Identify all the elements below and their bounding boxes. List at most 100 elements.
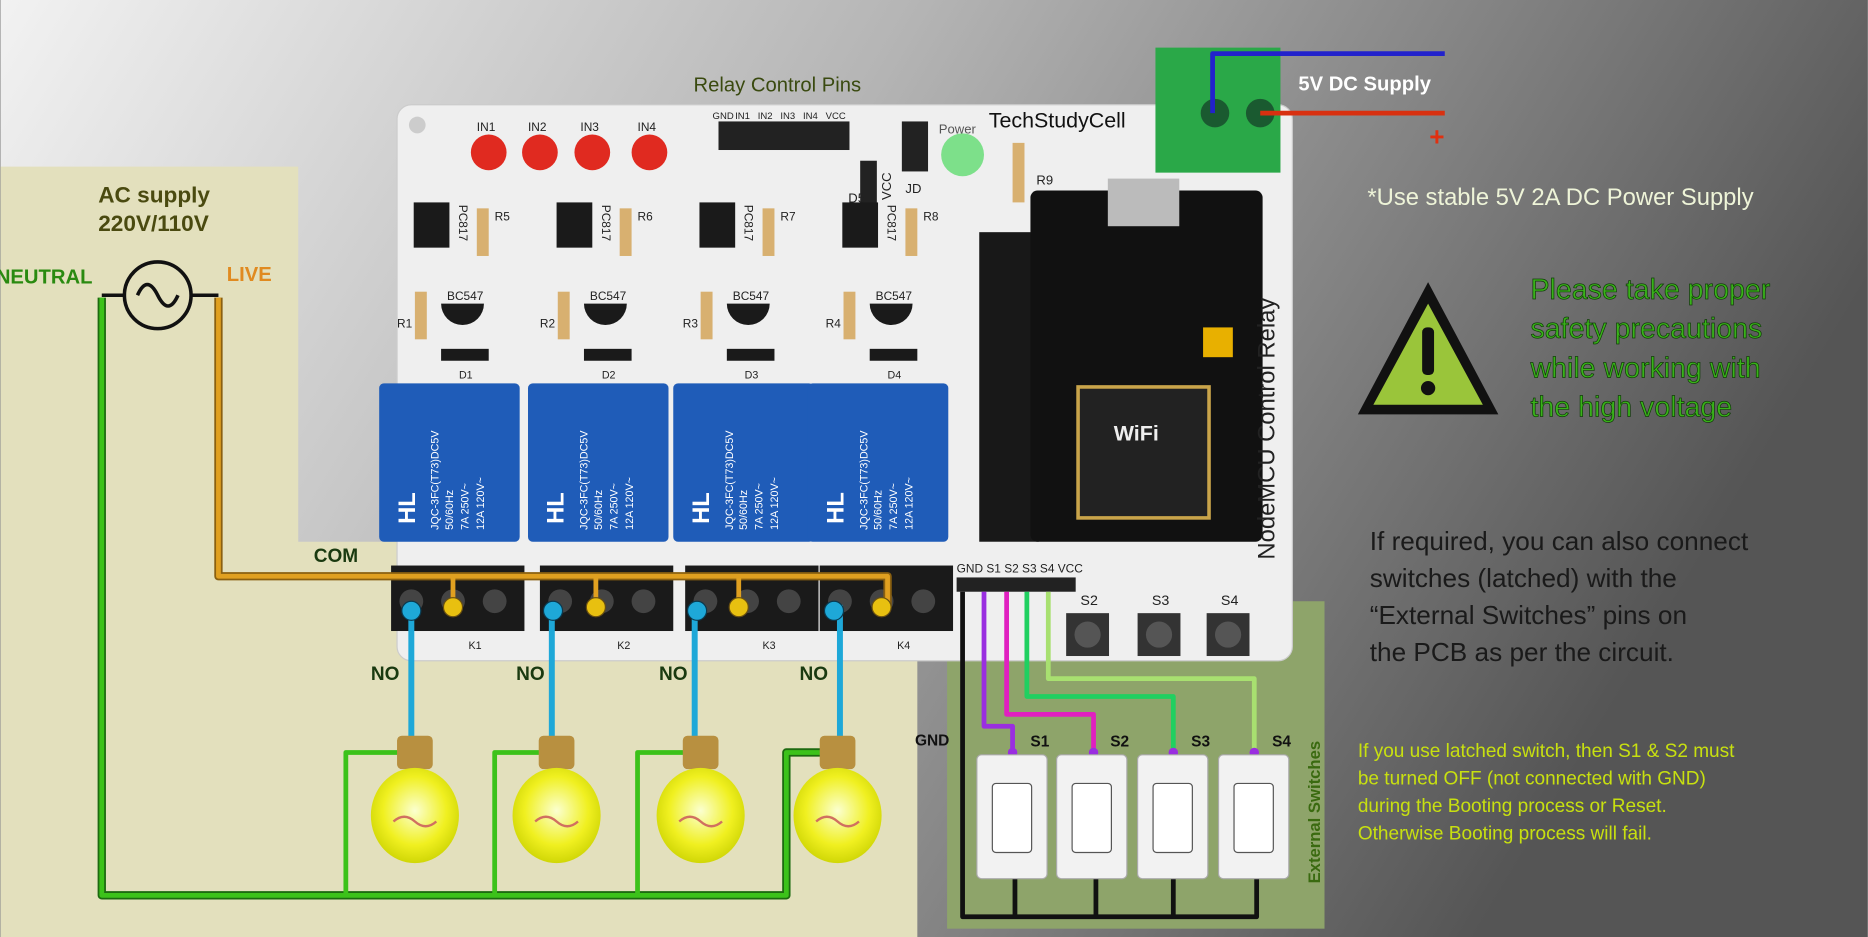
no-label: NO bbox=[659, 664, 688, 685]
transistor bbox=[583, 303, 627, 326]
optocoupler bbox=[413, 202, 450, 248]
wall-switch[interactable] bbox=[1056, 754, 1128, 880]
dc-supply-title: 5V DC Supply bbox=[1298, 73, 1431, 95]
wall-switch[interactable] bbox=[1217, 754, 1290, 880]
resistor bbox=[414, 291, 427, 340]
resistor-label: R4 bbox=[826, 316, 842, 330]
text-line: Please take proper bbox=[1530, 274, 1770, 306]
relay-brand: HL bbox=[543, 492, 570, 524]
relay-rating: 7A 250V~ bbox=[888, 483, 900, 530]
neutral-branch-wires bbox=[343, 750, 692, 896]
terminal-label: K2 bbox=[617, 640, 630, 652]
resistor-label: R1 bbox=[397, 316, 413, 330]
led-label: IN3 bbox=[580, 120, 599, 134]
external-switch-header bbox=[956, 577, 1076, 592]
com-terminal-dot bbox=[871, 597, 892, 618]
ac-supply-voltage: 220V/110V bbox=[98, 211, 209, 236]
jd-label: JD bbox=[905, 181, 921, 196]
switch-info-text: If required, you can also connectswitche… bbox=[1370, 526, 1749, 667]
relay-rating: 7A 250V~ bbox=[754, 483, 766, 530]
relay-rating: 12A 120V~ bbox=[904, 477, 916, 530]
text-line: be turned OFF (not connected with GND) bbox=[1358, 769, 1706, 790]
resistor bbox=[700, 291, 713, 340]
switch-label: S4 bbox=[1272, 734, 1291, 751]
relay-frequency: 50/60Hz bbox=[738, 490, 750, 530]
switch-label: S2 bbox=[1110, 734, 1129, 751]
power-label: Power bbox=[939, 121, 977, 136]
s3-wire bbox=[1024, 591, 1176, 753]
transistor-label: BC547 bbox=[733, 289, 770, 303]
micro-usb-port bbox=[1107, 178, 1180, 227]
text-line: while working with bbox=[1529, 352, 1760, 384]
d5-label: D5 bbox=[848, 190, 865, 205]
warning-triangle-icon bbox=[1357, 282, 1499, 415]
no-terminal-dot bbox=[823, 600, 845, 621]
sine-wave-icon bbox=[135, 282, 180, 308]
s1-wire bbox=[981, 591, 1015, 753]
wall-switch[interactable] bbox=[1136, 754, 1209, 880]
no-label: NO bbox=[799, 664, 828, 685]
light-bulb-icon bbox=[793, 735, 882, 864]
resistor-label: R3 bbox=[683, 316, 699, 330]
text-line: during the Booting process or Reset. bbox=[1358, 796, 1667, 817]
resistor bbox=[762, 208, 775, 256]
text-line: the PCB as per the circuit. bbox=[1370, 637, 1674, 667]
warning-text: Please take proper safety precautions whil… bbox=[1529, 273, 1771, 424]
relay-model: JQC-3FC(T73)DC5V bbox=[724, 430, 736, 530]
relay-brand: HL bbox=[394, 492, 421, 524]
terminal-screw bbox=[776, 589, 801, 614]
com-terminal-dot bbox=[442, 597, 464, 618]
wall-switch[interactable] bbox=[976, 754, 1048, 880]
no-label: NO bbox=[516, 664, 545, 685]
led-label: IN4 bbox=[638, 120, 657, 134]
terminal-label: K1 bbox=[468, 640, 481, 652]
relay-control-pins-title: Relay Control Pins bbox=[693, 75, 861, 97]
terminal-label: K4 bbox=[897, 640, 910, 652]
relay-rating: 12A 120V~ bbox=[624, 477, 636, 530]
optocoupler bbox=[556, 202, 593, 248]
esp8266-chip bbox=[1076, 385, 1211, 520]
diode bbox=[869, 348, 918, 361]
no-wires bbox=[408, 604, 843, 739]
indicator-led bbox=[574, 134, 611, 171]
transistor bbox=[869, 303, 913, 326]
no-label: NO bbox=[371, 664, 400, 685]
resistor bbox=[905, 208, 918, 256]
wifi-logo: WiFi bbox=[1114, 422, 1159, 446]
switch-label: S1 bbox=[1030, 734, 1049, 751]
power-led bbox=[941, 133, 985, 177]
diode-label: D1 bbox=[459, 370, 473, 382]
boot-note-text: If you use latched switch, then S1 & S2 … bbox=[1358, 741, 1735, 844]
relay-rating: 7A 250V~ bbox=[608, 483, 620, 530]
header-pin-label: IN2 bbox=[758, 111, 773, 122]
gnd-wire bbox=[960, 591, 1260, 920]
resistor bbox=[843, 291, 856, 340]
light-bulb-icon bbox=[370, 735, 459, 864]
relay-frequency: 50/60Hz bbox=[873, 490, 885, 530]
text-line: switches (latched) with the bbox=[1370, 563, 1677, 593]
wires bbox=[97, 51, 1445, 920]
relay-rating: 12A 120V~ bbox=[475, 477, 487, 530]
relay-model: JQC-3FC(T73)DC5V bbox=[858, 430, 870, 530]
light-bulb-icon bbox=[512, 735, 601, 864]
optocoupler bbox=[842, 202, 879, 248]
s4-wire bbox=[1045, 591, 1257, 753]
button-label: S3 bbox=[1152, 593, 1170, 609]
external-switches-title: External Switches bbox=[1305, 741, 1324, 884]
relay-control-header bbox=[718, 121, 850, 151]
button-label: S4 bbox=[1221, 593, 1239, 609]
vcc-label: VCC bbox=[879, 172, 894, 200]
no-terminal-dot bbox=[686, 600, 708, 621]
text-line: safety precautions bbox=[1530, 313, 1762, 345]
opto-label: PC817 bbox=[599, 205, 613, 242]
text-line: the high voltage bbox=[1530, 392, 1732, 424]
no-terminal-dot bbox=[401, 600, 422, 621]
relay-rating: 7A 250V~ bbox=[459, 483, 471, 530]
resistor-label: R6 bbox=[638, 209, 654, 223]
terminal-label: K3 bbox=[763, 640, 776, 652]
resistor-label: R7 bbox=[780, 209, 796, 223]
